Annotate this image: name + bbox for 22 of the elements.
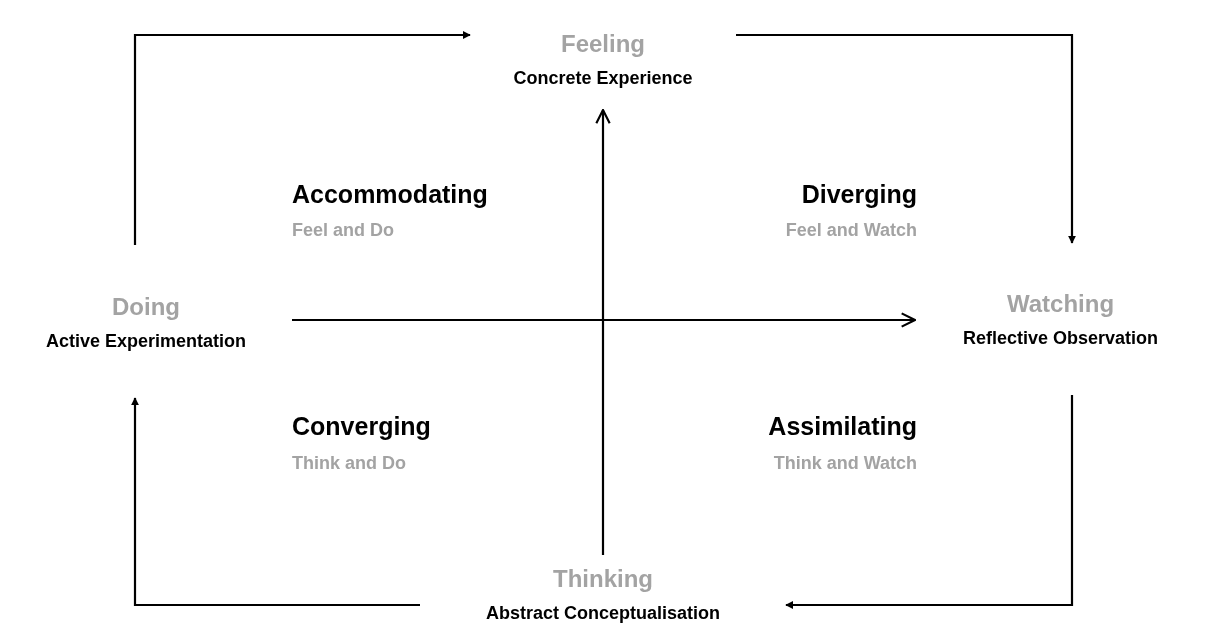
cycle-arrow	[785, 395, 1074, 609]
stage-subtitle: Reflective Observation	[962, 327, 1159, 350]
stage-heading: Watching	[1006, 289, 1115, 319]
cycle-arrow	[736, 33, 1076, 244]
quadrant-title: Diverging	[801, 180, 917, 209]
quadrant-subtitle: Feel and Do	[292, 220, 394, 241]
stage-heading: Thinking	[553, 564, 653, 594]
quadrant-title: Accommodating	[292, 180, 488, 209]
stage-heading: Feeling	[561, 29, 645, 59]
axis-arrow	[595, 108, 611, 555]
stage-subtitle: Active Experimentation	[45, 329, 247, 353]
quadrant-title: Converging	[292, 412, 431, 441]
cycle-arrow	[133, 31, 471, 245]
axis-arrow	[292, 312, 917, 328]
stage-subtitle: Concrete Experience	[513, 67, 693, 90]
quadrant-subtitle: Think and Watch	[773, 453, 917, 474]
quadrant-subtitle: Feel and Watch	[785, 220, 917, 241]
cycle-arrow	[131, 397, 420, 607]
quadrant-title: Assimilating	[768, 412, 917, 441]
stage-subtitle: Abstract Conceptualisation	[485, 602, 720, 625]
stage-heading: Doing	[112, 291, 180, 322]
quadrant-subtitle: Think and Do	[292, 453, 406, 474]
